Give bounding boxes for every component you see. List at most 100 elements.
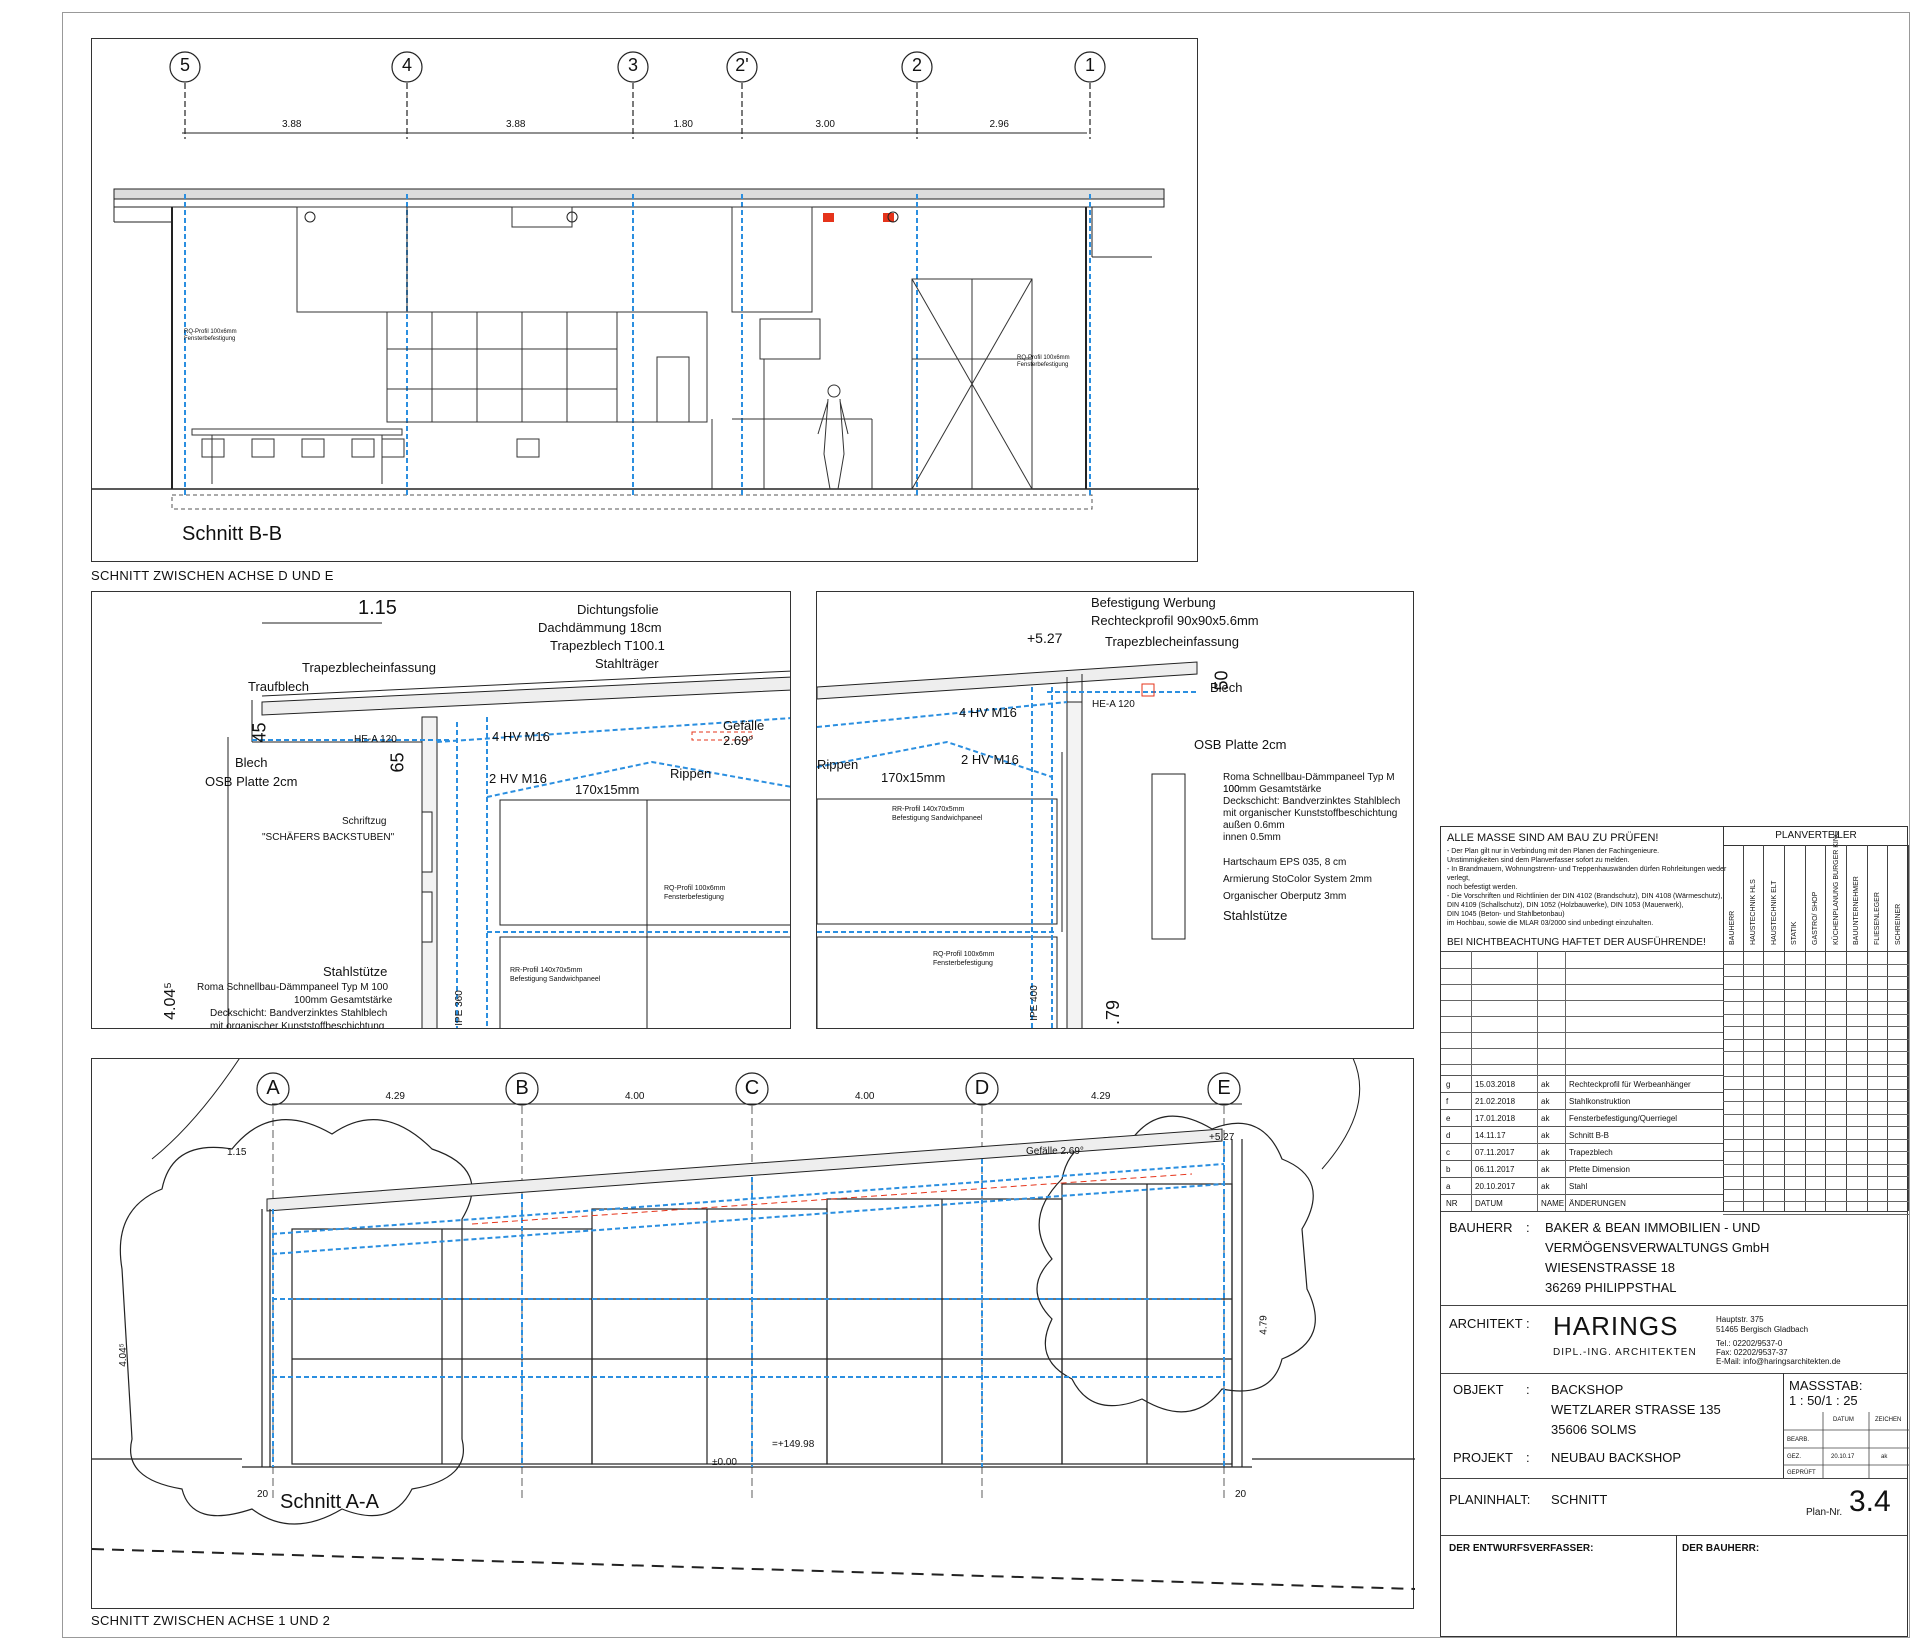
label-size-r: 170x15mm bbox=[881, 770, 946, 785]
distribution-col: STATIK bbox=[1785, 845, 1806, 1211]
tb-objekt-0: BACKSHOP bbox=[1551, 1382, 1624, 1397]
label-roma2: 100mm Gesamtstärke bbox=[294, 995, 393, 1006]
rq-note-right: RQ-Profil 100x6mm Fensterbefestigung bbox=[1017, 355, 1070, 368]
history-empty-row bbox=[1441, 999, 1723, 1017]
tb-bauherr-0: BAKER & BEAN IMMOBILIEN - UND bbox=[1545, 1220, 1761, 1235]
section-bb-caption: SCHNITT ZWISCHEN ACHSE D UND E bbox=[91, 568, 334, 583]
history-name: NAME bbox=[1541, 1199, 1565, 1208]
label-ipe: IPE 360 bbox=[453, 990, 465, 1026]
history-col-rule bbox=[1537, 951, 1538, 1211]
distribution-rule bbox=[1723, 1038, 1909, 1040]
tb-notes: - Der Plan gilt nur in Verbindung mit de… bbox=[1447, 847, 1727, 928]
dimension-label: 1.80 bbox=[673, 119, 693, 130]
label-stahltraeger: Stahlträger bbox=[595, 656, 659, 671]
tb-massstab-label: MASSSTAB: bbox=[1789, 1378, 1863, 1393]
distribution-col: KÜCHENPLANUNG BURGER KING bbox=[1826, 831, 1847, 1211]
tb-rule bbox=[1441, 1305, 1907, 1306]
distribution-rule bbox=[1723, 1063, 1909, 1065]
aa-dim-left: 20 bbox=[257, 1489, 269, 1500]
section-bb-title: Schnitt B-B bbox=[182, 523, 283, 545]
distribution-label: FLIESENLEGER bbox=[1873, 892, 1881, 945]
tb-massstab-grid bbox=[1783, 1412, 1909, 1478]
history-empty-row bbox=[1441, 983, 1723, 1001]
history-change: Schnitt B-B bbox=[1569, 1131, 1610, 1140]
tb-bauherr-1: VERMÖGENSVERWALTUNGS GmbH bbox=[1545, 1240, 1770, 1255]
axis-circle-2 bbox=[617, 51, 649, 83]
tb-bearb-label: BEARB. bbox=[1787, 1437, 1810, 1443]
distribution-rule bbox=[1723, 1138, 1909, 1140]
label-dichtungsfolie: Dichtungsfolie bbox=[577, 602, 659, 617]
history-change: Stahl bbox=[1569, 1182, 1588, 1191]
detail-left-drawing bbox=[227, 622, 790, 1028]
tb-datum-label: DATUM bbox=[1833, 1417, 1854, 1423]
history-name: ak bbox=[1541, 1097, 1550, 1106]
history-nr: d bbox=[1446, 1131, 1451, 1140]
history-change: ÄNDERUNGEN bbox=[1569, 1199, 1626, 1208]
tb-architekt-contact-1: Fax: 02202/9537-37 bbox=[1716, 1348, 1788, 1357]
distribution-rule bbox=[1723, 1001, 1909, 1002]
label-roma3: Deckschicht: Bandverzinktes Stahlblech bbox=[210, 1008, 388, 1019]
tb-bauherr-3: 36269 PHILIPPSTHAL bbox=[1545, 1280, 1677, 1295]
axis-circle-B bbox=[505, 1072, 539, 1106]
tb-divider bbox=[1723, 827, 1724, 1211]
aa-dim-h1: 4.04⁵ bbox=[117, 1343, 129, 1367]
distribution-rule bbox=[1723, 1113, 1909, 1115]
tb-massstab: 1 : 50/1 : 25 bbox=[1789, 1393, 1858, 1408]
tb-architekt-addr-0: Hauptstr. 375 bbox=[1716, 1315, 1764, 1324]
tb-entwurf-label: DER ENTWURFSVERFASSER: bbox=[1449, 1543, 1594, 1554]
distribution-rule bbox=[1723, 976, 1909, 977]
tb-objekt-1: WETZLARER STRASSE 135 bbox=[1551, 1402, 1721, 1417]
history-name: ak bbox=[1541, 1148, 1550, 1157]
label-hea-r: HE-A 120 bbox=[1092, 699, 1135, 710]
label-dim65: 65 bbox=[387, 752, 408, 773]
history-change: Fensterbefestigung/Querriegel bbox=[1569, 1114, 1678, 1123]
axis-circle-D bbox=[965, 1072, 999, 1106]
tb-divider bbox=[1676, 1535, 1677, 1638]
tb-planinhalt-label: PLANINHALT: bbox=[1449, 1492, 1531, 1507]
aa-level-1: =+149.98 bbox=[772, 1439, 815, 1450]
label-hv2: 2 HV M16 bbox=[489, 771, 547, 786]
label-oberputz: Organischer Oberputz 3mm bbox=[1223, 891, 1347, 902]
tb-rule bbox=[1441, 1373, 1907, 1374]
label-level: +5.27 bbox=[1027, 630, 1063, 646]
axis-label-2: 3 bbox=[627, 55, 638, 75]
label-dachdaemmung: Dachdämmung 18cm bbox=[538, 620, 662, 635]
label-ipe-r: IPE 400 bbox=[1028, 985, 1040, 1021]
label-roma1: Roma Schnellbau-Dämmpaneel Typ M 100 bbox=[197, 982, 389, 993]
distribution-rule bbox=[1723, 1176, 1909, 1177]
dimension-label: 4.29 bbox=[1091, 1091, 1111, 1102]
history-name: ak bbox=[1541, 1080, 1550, 1089]
history-empty-row bbox=[1441, 1031, 1723, 1049]
section-bb-panel: RQ-Profil 100x6mm Fensterbefestigung RQ-… bbox=[91, 38, 1199, 562]
distribution-rule bbox=[1723, 1126, 1909, 1127]
label-stahlstuetze: Stahlstütze bbox=[323, 964, 388, 979]
label-hartschaum: Hartschaum EPS 035, 8 cm bbox=[1223, 857, 1347, 868]
tb-architekt-addr-1: 51465 Bergisch Gladbach bbox=[1716, 1325, 1809, 1334]
tb-note-6: DIN 1045 (Beton- und Stahlbetonbau) bbox=[1447, 911, 1565, 918]
label-roma4: mit organischer Kunststoffbeschichtung bbox=[210, 1021, 385, 1029]
history-datum: 17.01.2018 bbox=[1475, 1114, 1516, 1123]
axis-label-1: 4 bbox=[401, 55, 412, 75]
label-rq-profil: RQ-Profil 100x6mm Fensterbefestigung bbox=[664, 885, 726, 901]
tb-rule bbox=[1441, 1211, 1907, 1212]
tb-architekt-contact-2: E-Mail: info@haringsarchitekten.de bbox=[1716, 1357, 1841, 1366]
label-osb: OSB Platte 2cm bbox=[205, 774, 298, 789]
dimension-label: 3.88 bbox=[506, 119, 526, 130]
section-aa-title: Schnitt A-A bbox=[280, 1491, 379, 1513]
distribution-label: KÜCHENPLANUNG BURGER KING bbox=[1832, 830, 1840, 945]
history-name: ak bbox=[1541, 1114, 1550, 1123]
aa-gefaelle: Gefälle 2.69° bbox=[1026, 1146, 1084, 1157]
dimension-label: 2.96 bbox=[989, 119, 1009, 130]
distribution-label: GASTRO/ SHOP bbox=[1811, 891, 1819, 945]
history-name: ak bbox=[1541, 1165, 1550, 1174]
tb-planinhalt: SCHNITT bbox=[1551, 1492, 1608, 1507]
distribution-label: STATIK bbox=[1791, 921, 1799, 945]
distribution-rule bbox=[1723, 988, 1909, 990]
dimension-label: 3.88 bbox=[282, 119, 302, 130]
tb-projekt: NEUBAU BACKSHOP bbox=[1551, 1450, 1682, 1465]
